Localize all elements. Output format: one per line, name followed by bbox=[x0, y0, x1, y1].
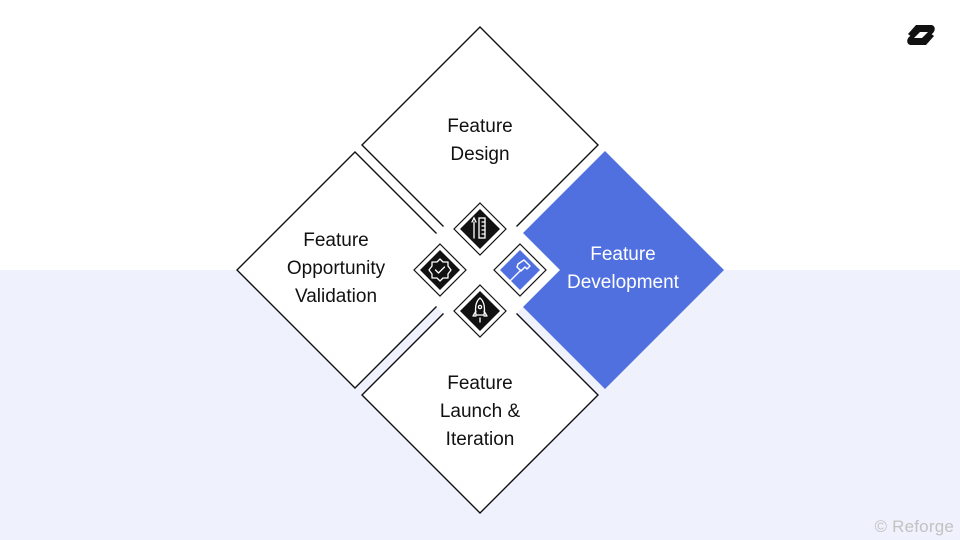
label-launch: Feature Launch & Iteration bbox=[439, 373, 521, 450]
ruler-pencil-icon bbox=[471, 216, 486, 239]
icon-tile-launch bbox=[453, 284, 507, 338]
quadrant-development[interactable] bbox=[486, 151, 724, 389]
quadrant-launch[interactable] bbox=[361, 276, 599, 514]
quadrant-validation[interactable] bbox=[236, 151, 474, 389]
copyright-text: © Reforge bbox=[874, 517, 954, 536]
label-validation: Feature Opportunity Validation bbox=[286, 230, 386, 307]
reforge-logo-icon bbox=[907, 25, 935, 45]
hammer-icon bbox=[509, 259, 531, 282]
icon-tile-development bbox=[493, 243, 547, 297]
center-hub bbox=[400, 190, 560, 350]
icon-tile-design bbox=[453, 202, 507, 256]
rocket-icon bbox=[472, 297, 488, 323]
label-design: Feature Design bbox=[447, 116, 513, 165]
badge-check-icon bbox=[428, 258, 452, 282]
label-development: Feature Development bbox=[567, 244, 679, 293]
icon-tile-validation bbox=[413, 243, 467, 297]
